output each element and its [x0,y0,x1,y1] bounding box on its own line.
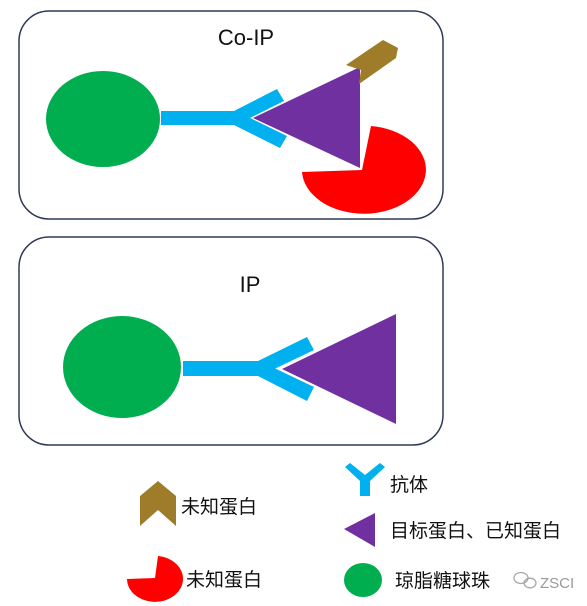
unknown-protein-red-icon [127,556,183,602]
legend: 未知蛋白 抗体 目标蛋白、已知蛋白 未知蛋白 琼脂糖球珠 [127,463,561,602]
coip-title: Co-IP [218,25,274,50]
legend-label-unknown-protein-brown: 未知蛋白 [181,496,257,518]
unknown-protein-red-shape [302,126,426,214]
legend-label-unknown-protein-red: 未知蛋白 [186,569,262,591]
antibody-icon [345,463,385,496]
target-protein-shape [282,314,396,424]
antibody-shape [161,89,287,148]
agarose-bead-shape [46,71,160,167]
agarose-bead-icon [344,563,382,597]
coip-panel: Co-IP [18,10,444,220]
target-protein-icon [344,513,375,547]
agarose-bead-shape [63,316,181,418]
unknown-protein-brown-icon [140,481,176,526]
ip-panel: IP [18,236,444,446]
watermark-text: ZSCI [540,575,574,592]
wechat-icon [513,571,537,589]
legend-label-antibody: 抗体 [390,474,428,496]
antibody-shape [183,337,314,401]
legend-label-agarose-bead: 琼脂糖球珠 [395,570,490,592]
watermark: ZSCI [513,571,574,592]
legend-label-target-protein: 目标蛋白、已知蛋白 [390,520,561,542]
target-protein-shape [253,67,360,168]
ip-title: IP [240,272,261,297]
unknown-protein-brown-shape [346,40,398,84]
